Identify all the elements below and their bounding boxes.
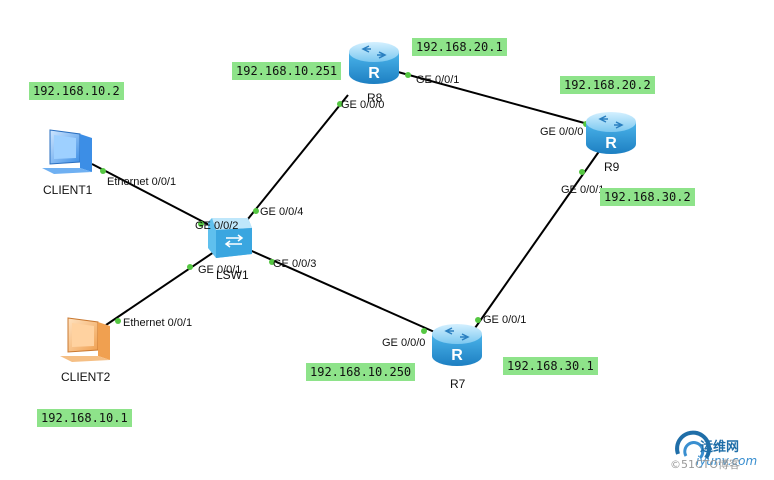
label-lsw1: LSW1	[216, 268, 249, 282]
port-dot-r7-ge001	[475, 317, 481, 323]
label-r7: R7	[450, 377, 466, 391]
label-r8: R8	[367, 91, 383, 105]
label-client2: CLIENT2	[61, 370, 111, 384]
ip-tag-r8-left: 192.168.10.251	[232, 62, 342, 80]
client2-pc-icon[interactable]	[60, 317, 110, 362]
port-dot-c2-eth	[115, 318, 121, 324]
watermark-credit: ©51CTO博客	[670, 458, 741, 471]
port-label-r8-ge001: GE 0/0/1	[416, 74, 460, 86]
router-r7-icon[interactable]: R	[432, 324, 482, 366]
port-dot-r7-ge000	[421, 328, 427, 334]
port-dot-r9-ge001	[579, 169, 585, 175]
port-label-lsw-ge003: GE 0/0/3	[273, 258, 317, 270]
ip-tag-r9-down: 192.168.30.2	[600, 188, 695, 206]
switch-lsw1-icon[interactable]	[208, 218, 252, 258]
ip-tag-r8-up: 192.168.20.1	[412, 38, 507, 56]
link-client1-lsw1	[91, 163, 216, 229]
label-r9: R9	[604, 160, 620, 174]
port-label-r7-ge000: GE 0/0/0	[382, 337, 426, 349]
ip-tag-r7-left: 192.168.10.250	[306, 363, 416, 381]
ip-tag-r9-up: 192.168.20.2	[560, 76, 655, 94]
port-label-r9-ge001: GE 0/0/1	[561, 184, 605, 196]
router-r8-icon[interactable]: R	[349, 42, 399, 84]
watermark-en: iyunv.com	[696, 454, 758, 468]
svg-text:R: R	[368, 65, 380, 82]
link-r9-r7	[467, 149, 601, 339]
label-client1: CLIENT1	[43, 183, 93, 197]
port-dot-lsw-ge004	[253, 208, 259, 214]
svg-text:R: R	[605, 135, 617, 152]
port-label-c2-eth: Ethernet 0/0/1	[123, 317, 193, 329]
port-label-c1-eth: Ethernet 0/0/1	[107, 176, 177, 188]
ip-tag-client1: 192.168.10.2	[29, 82, 124, 100]
link-r8-r9	[397, 71, 589, 125]
port-label-r8-ge000: GE 0/0/0	[341, 99, 385, 111]
port-label-r9-ge000: GE 0/0/0	[540, 126, 584, 138]
port-dot-lsw-ge003	[269, 259, 275, 265]
port-dot-r8-ge000	[337, 101, 343, 107]
svg-text:R: R	[451, 347, 463, 364]
port-label-lsw-ge002: GE 0/0/2	[195, 220, 239, 232]
router-r9-icon[interactable]: R	[586, 112, 636, 154]
watermark-cn: 运维网	[700, 440, 740, 455]
port-dot-lsw-ge001	[187, 264, 193, 270]
port-label-r7-ge001: GE 0/0/1	[483, 314, 527, 326]
ip-tag-client2: 192.168.10.1	[37, 409, 132, 427]
link-lsw1-r7	[244, 247, 449, 339]
watermark-logo-icon	[675, 430, 712, 460]
port-label-lsw-ge004: GE 0/0/4	[260, 206, 304, 218]
ip-tag-r7-right: 192.168.30.1	[503, 357, 598, 375]
watermark: 运维网 iyunv.com	[656, 434, 766, 474]
port-label-lsw-ge001: GE 0/0/1	[198, 264, 242, 276]
link-client2-lsw1	[105, 251, 215, 326]
port-dot-r8-ge001	[405, 72, 411, 78]
port-dot-lsw-ge002	[198, 221, 204, 227]
port-dot-c1-eth	[100, 168, 106, 174]
client1-pc-icon[interactable]	[42, 129, 92, 174]
